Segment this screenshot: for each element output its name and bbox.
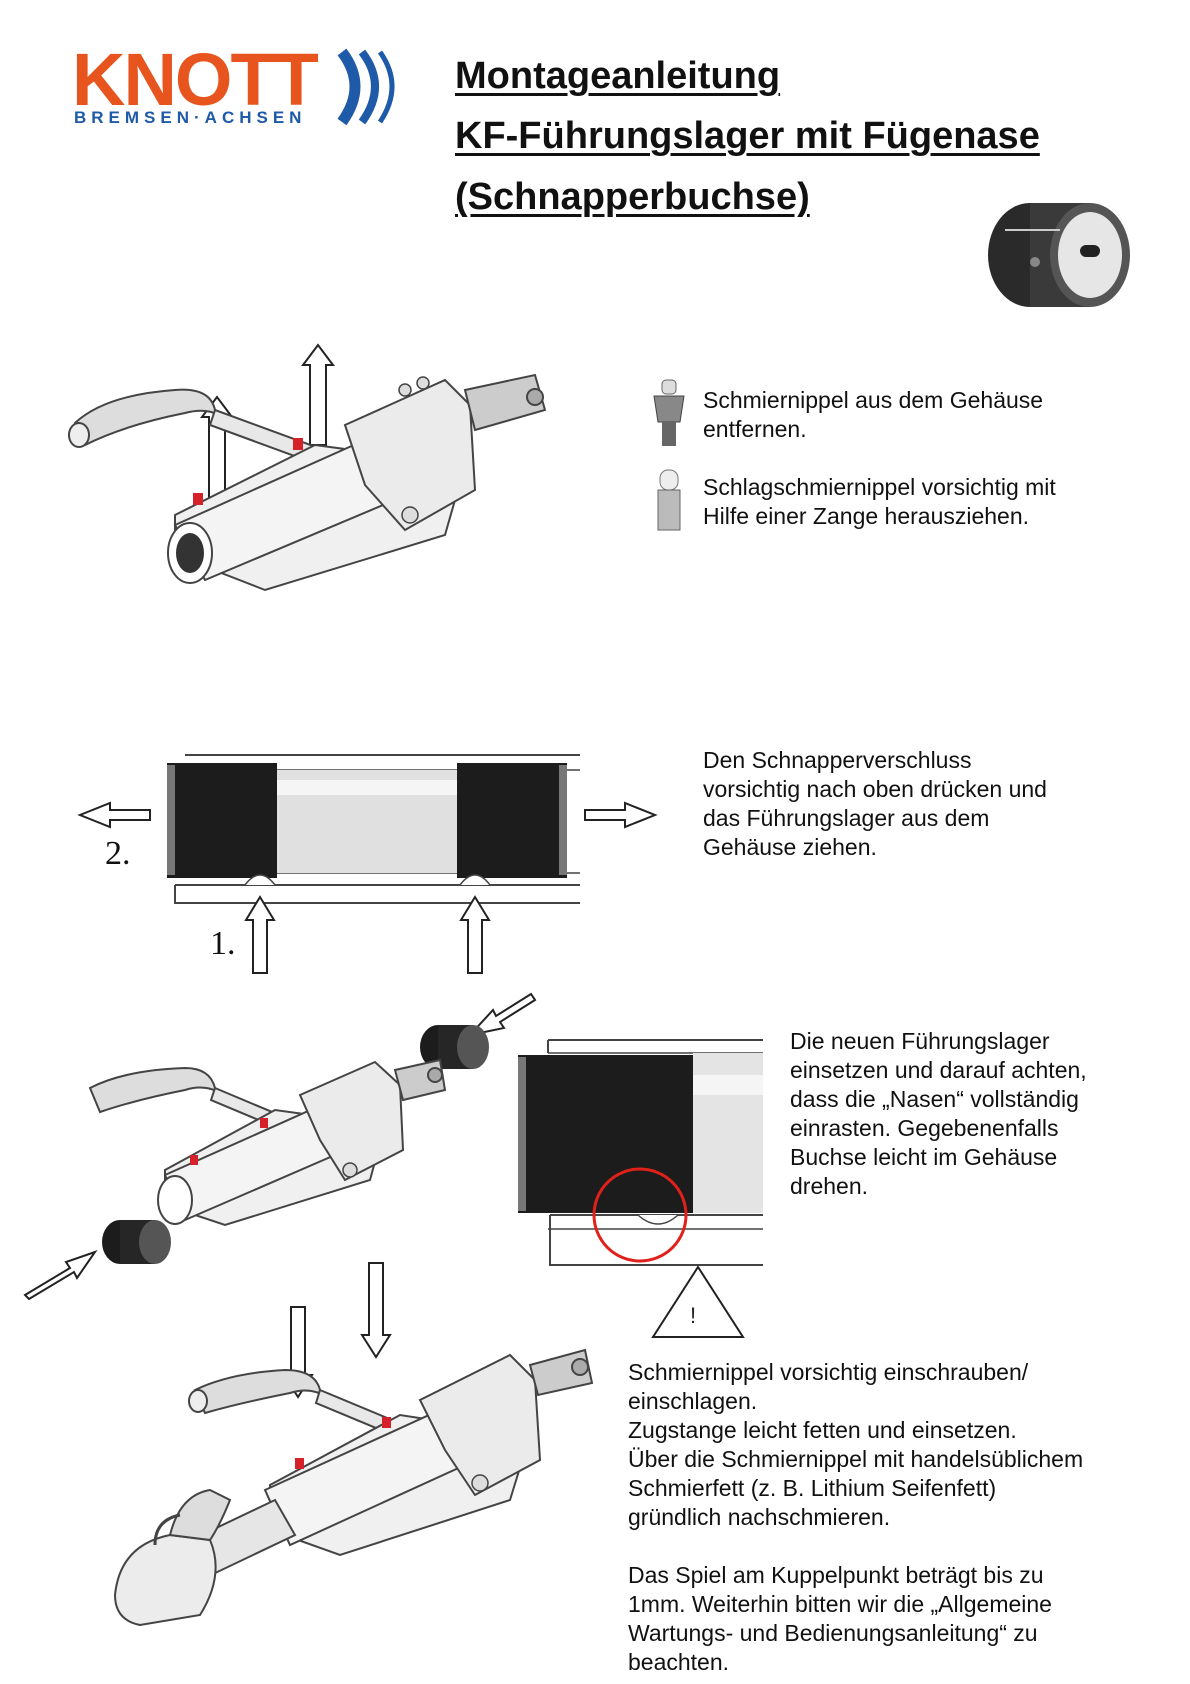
- step1-text-1a: Schmiernippel aus dem Gehäuse: [703, 387, 1044, 413]
- page-title-line-2: KF-Führungslager mit Fügenase: [455, 115, 1040, 157]
- step2-label-1: 1.: [210, 925, 236, 962]
- step4-text-line-3: Zugstange leicht fetten und einsetzen.: [628, 1417, 1017, 1443]
- step4-note-line-2: 1mm. Weiterhin bitten wir die „Allgemein…: [628, 1591, 1052, 1617]
- bearing-cross-section-drawing: [77, 754, 658, 974]
- step1-text-1b: entfernen.: [703, 416, 807, 442]
- impact-grease-nipple-icon: [657, 469, 681, 531]
- step2-text-line-4: Gehäuse ziehen.: [703, 834, 877, 860]
- logo-brand: KNOTT: [72, 38, 319, 121]
- step3-text-line-2: einsetzen und darauf achten,: [790, 1057, 1087, 1083]
- step4-note-line-4: beachten.: [628, 1649, 730, 1675]
- warning-triangle-icon: [651, 1265, 745, 1338]
- coupling-housing-drawing-1: [68, 343, 547, 592]
- step4-text-line-1: Schmiernippel vorsichtig einschrauben/: [628, 1359, 1029, 1385]
- step3-text-line-5: Buchse leicht im Gehäuse: [790, 1144, 1058, 1170]
- knott-logo: KNOTT BREMSEN·ACHSEN: [72, 40, 412, 136]
- step3-text-line-6: drehen.: [790, 1173, 869, 1199]
- page-title-line-3: (Schnapperbuchse): [455, 176, 810, 218]
- step1-text-2b: Hilfe einer Zange herausziehen.: [703, 503, 1030, 529]
- step4-text-line-6: gründlich nachschmieren.: [628, 1504, 891, 1530]
- logo-tagline: BREMSEN·ACHSEN: [74, 108, 307, 127]
- step3-text-line-4: einrasten. Gegebenenfalls: [790, 1115, 1059, 1141]
- step4-text-line-4: Über die Schmiernippel mit handelsüblich…: [628, 1446, 1084, 1472]
- step4-text-line-5: Schmierfett (z. B. Lithium Seifenfett): [628, 1475, 997, 1501]
- step4-note-line-3: Wartungs- und Bedienungsanleitung“ zu: [628, 1620, 1038, 1646]
- step4-note-line-1: Das Spiel am Kuppelpunkt beträgt bis zu: [628, 1562, 1044, 1588]
- page-title-line-1: Montageanleitung: [455, 55, 781, 97]
- logo-brackets-icon: [337, 48, 395, 126]
- step4-text-line-2: einschlagen.: [628, 1388, 758, 1414]
- assembled-coupling-drawing: [113, 1262, 594, 1627]
- warning-symbol: !: [690, 1303, 697, 1328]
- bearing-insertion-drawing: [23, 992, 537, 1301]
- grease-nipple-icon: [653, 379, 685, 446]
- step2-text-line-2: vorsichtig nach oben drücken und: [703, 776, 1047, 802]
- step3-text-line-3: dass die „Nasen“ vollständig: [790, 1086, 1079, 1112]
- step2-label-2: 2.: [105, 835, 131, 872]
- step2-text-line-3: das Führungslager aus dem: [703, 805, 990, 831]
- step3-text-line-1: Die neuen Führungslager: [790, 1028, 1050, 1054]
- step2-text-line-1: Den Schnapperverschluss: [703, 747, 972, 773]
- step1-text-2a: Schlagschmiernippel vorsichtig mit: [703, 474, 1056, 500]
- nose-highlight-circle: [592, 1167, 688, 1263]
- bushing-product-image: [988, 203, 1130, 307]
- bearing-detail-section: [518, 1039, 763, 1266]
